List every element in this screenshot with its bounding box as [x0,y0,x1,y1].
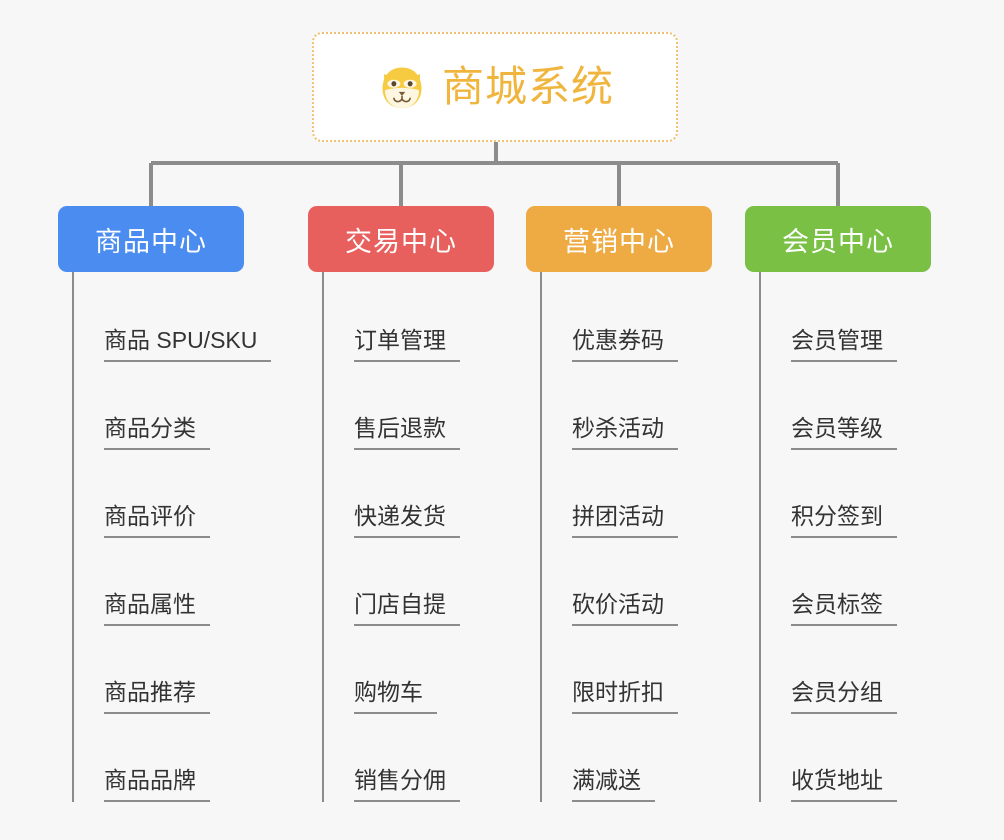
list-item[interactable]: 门店自提 [324,538,494,626]
list-item[interactable]: 订单管理 [324,282,494,362]
leaf-label: 门店自提 [354,591,460,626]
list-item[interactable]: 商品 SPU/SKU [74,282,272,362]
leaf-label: 会员分组 [791,679,897,714]
list-item[interactable]: 销售分佣 [324,714,494,802]
leaf-label: 拼团活动 [572,503,678,538]
list-item[interactable]: 限时折扣 [542,626,712,714]
list-item[interactable]: 商品品牌 [74,714,244,802]
leaf-label: 优惠券码 [572,327,678,362]
list-item[interactable]: 快递发货 [324,450,494,538]
branch-header-marketing-center[interactable]: 营销中心 [526,206,712,272]
leaf-label: 会员等级 [791,415,897,450]
branch-column-2: 交易中心 订单管理 售后退款 快递发货 门店自提 购物车 销售分佣 [308,206,494,802]
list-item[interactable]: 商品评价 [74,450,244,538]
leaf-label: 满减送 [572,767,655,802]
list-item[interactable]: 满减送 [542,714,712,802]
leaf-label: 商品分类 [104,415,210,450]
leaf-list-1: 商品 SPU/SKU 商品分类 商品评价 商品属性 商品推荐 商品品牌 [72,272,272,802]
list-item[interactable]: 收货地址 [761,714,931,802]
branch-header-label: 会员中心 [782,226,894,257]
branch-column-1: 商品中心 商品 SPU/SKU 商品分类 商品评价 商品属性 商品推荐 商品品牌 [58,206,272,802]
leaf-label: 砍价活动 [572,591,678,626]
leaf-label: 限时折扣 [572,679,678,714]
leaf-label: 销售分佣 [354,767,460,802]
list-item[interactable]: 购物车 [324,626,494,714]
leaf-label: 积分签到 [791,503,897,538]
list-item[interactable]: 售后退款 [324,362,494,450]
list-item[interactable]: 会员分组 [761,626,931,714]
leaf-label: 收货地址 [791,767,897,802]
list-item[interactable]: 拼团活动 [542,450,712,538]
leaf-list-3: 优惠券码 秒杀活动 拼团活动 砍价活动 限时折扣 满减送 [540,272,712,802]
list-item[interactable]: 积分签到 [761,450,931,538]
list-item[interactable]: 优惠券码 [542,282,712,362]
branch-column-4: 会员中心 会员管理 会员等级 积分签到 会员标签 会员分组 收货地址 [745,206,931,802]
branch-header-label: 商品中心 [95,226,207,257]
branch-header-label: 交易中心 [345,226,457,257]
branch-header-label: 营销中心 [563,226,675,257]
list-item[interactable]: 商品推荐 [74,626,244,714]
list-item[interactable]: 会员等级 [761,362,931,450]
branch-column-3: 营销中心 优惠券码 秒杀活动 拼团活动 砍价活动 限时折扣 满减送 [526,206,712,802]
list-item[interactable]: 会员标签 [761,538,931,626]
leaf-label: 会员管理 [791,327,897,362]
leaf-label: 商品属性 [104,591,210,626]
leaf-list-4: 会员管理 会员等级 积分签到 会员标签 会员分组 收货地址 [759,272,931,802]
root-node[interactable]: 商城系统 [312,32,678,142]
list-item[interactable]: 商品分类 [74,362,244,450]
branch-header-product-center[interactable]: 商品中心 [58,206,244,272]
list-item[interactable]: 会员管理 [761,282,931,362]
leaf-label: 商品推荐 [104,679,210,714]
list-item[interactable]: 砍价活动 [542,538,712,626]
root-title: 商城系统 [441,63,614,110]
leaf-label: 会员标签 [791,591,897,626]
list-item[interactable]: 秒杀活动 [542,362,712,450]
leaf-list-2: 订单管理 售后退款 快递发货 门店自提 购物车 销售分佣 [322,272,494,802]
leaf-label: 快递发货 [354,503,460,538]
branch-header-trade-center[interactable]: 交易中心 [308,206,494,272]
leaf-label: 购物车 [354,679,437,714]
list-item[interactable]: 商品属性 [74,538,244,626]
branch-header-member-center[interactable]: 会员中心 [745,206,931,272]
leaf-label: 售后退款 [354,415,460,450]
leaf-label: 商品 SPU/SKU [104,327,272,362]
leaf-label: 商品评价 [104,503,210,538]
leaf-label: 秒杀活动 [572,415,678,450]
leaf-label: 商品品牌 [104,767,210,802]
leaf-label: 订单管理 [354,327,460,362]
dog-face-icon [382,67,422,109]
